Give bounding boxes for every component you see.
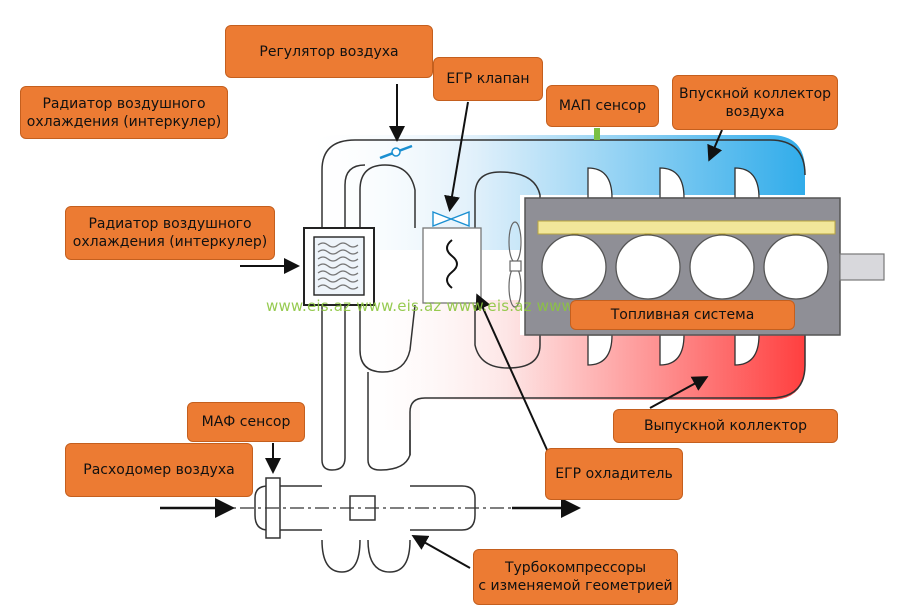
turbine-housing (367, 430, 411, 471)
air-regulator-valve (379, 144, 413, 160)
cylinder (763, 234, 829, 300)
cylinder (615, 234, 681, 300)
turbine-outlet-pipe (410, 485, 476, 531)
egr-cooler (422, 227, 482, 304)
compressor-inlet-pipe (254, 485, 322, 531)
label-exhaust-manifold: Выпускной коллектор (613, 409, 838, 443)
fuel-rail (537, 220, 836, 235)
exhaust-manifold-outline (409, 335, 806, 455)
arrow-exhaust-manifold (649, 376, 709, 409)
riser-pipe-lower (359, 304, 416, 373)
label-egr-valve: ЕГР клапан (433, 57, 543, 101)
label-map-sensor: МАП сенсор (546, 85, 659, 127)
intake-pipe-inner (344, 164, 366, 300)
label-fuel-system: Топливная система (570, 300, 795, 330)
label-air-flow-meter: Расходомер воздуха (65, 443, 253, 497)
compressor-housing-lower (321, 539, 361, 573)
watermark: www.eis.az www.eis.az www.eis.az www.eis… (266, 297, 622, 315)
egr-cooler-coil (446, 239, 458, 289)
arrow-turbochargers (411, 535, 471, 569)
label-egr-cooler: ЕГР охладитель (545, 448, 683, 500)
label-intake-manifold: Впускной коллектор воздуха (672, 75, 838, 130)
egr-valve-symbol (432, 210, 470, 228)
label-air-regulator: Регулятор воздуха (225, 25, 433, 78)
cylinder (689, 234, 755, 300)
label-intercooler-left: Радиатор воздушного охлаждения (интеркул… (65, 206, 275, 260)
arrow-egr-cooler (475, 293, 549, 453)
intake-pipe (321, 139, 806, 300)
egr-chamber-lower (474, 305, 541, 369)
turbine-housing-lower (367, 539, 411, 573)
cylinder (541, 234, 607, 300)
compressor-housing (321, 430, 346, 471)
label-intercooler-top: Радиатор воздушного охлаждения (интеркул… (20, 86, 228, 139)
intercooler-riser-pipe (359, 164, 416, 228)
cooling-fan (508, 221, 522, 308)
arrow-egr-valve (444, 101, 469, 212)
pointer-arrows (160, 84, 723, 569)
cylinders (541, 234, 829, 300)
egr-chamber (474, 171, 541, 300)
label-turbochargers: Турбокомпрессоры с изменяемой геометрией (473, 549, 678, 605)
label-maf-sensor: МАФ сенсор (187, 402, 305, 442)
intercooler-fins (317, 242, 359, 290)
crankshaft-output (839, 253, 885, 281)
arrow-intake-manifold (707, 129, 723, 162)
map-sensor-probe (594, 128, 600, 140)
compressor-outlet-pipe (321, 305, 346, 430)
